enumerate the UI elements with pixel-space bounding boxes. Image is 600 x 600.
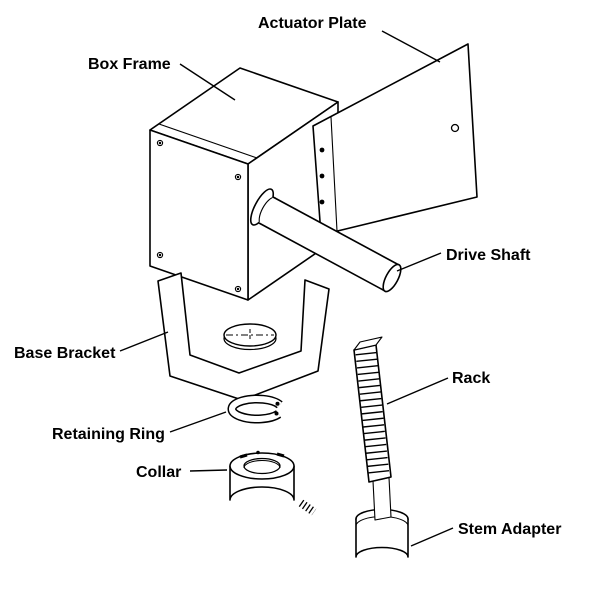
label-actuator-plate: Actuator Plate bbox=[258, 15, 367, 32]
leader-rack bbox=[386, 377, 449, 405]
stem-adapter-body bbox=[355, 518, 409, 558]
part-rack bbox=[353, 336, 392, 483]
stem-adapter-shank bbox=[372, 476, 392, 521]
retaining-ring-fill bbox=[229, 395, 282, 422]
leader-actuator-plate bbox=[381, 30, 441, 63]
collar-tab-screw bbox=[256, 450, 260, 455]
part-stem-adapter bbox=[355, 476, 409, 558]
label-drive-shaft: Drive Shaft bbox=[446, 247, 531, 264]
retaining-ring-ear-hole-2 bbox=[275, 401, 280, 406]
collar-bore bbox=[243, 457, 281, 475]
part-base-bracket bbox=[157, 272, 330, 401]
label-base-bracket: Base Bracket bbox=[14, 345, 116, 362]
leader-retaining-ring bbox=[169, 411, 227, 433]
drive-shaft-body bbox=[259, 197, 399, 291]
rack-teeth bbox=[355, 351, 390, 478]
label-rack: Rack bbox=[452, 370, 490, 387]
leader-collar bbox=[189, 469, 228, 472]
box-frame-front-face bbox=[149, 129, 249, 301]
part-retaining-ring bbox=[227, 394, 283, 424]
leader-base-bracket bbox=[119, 331, 169, 352]
label-stem-adapter: Stem Adapter bbox=[458, 521, 561, 538]
leader-box-frame bbox=[179, 63, 236, 101]
label-collar: Collar bbox=[136, 464, 181, 481]
part-collar bbox=[229, 450, 317, 516]
labels: Actuator Plate Box Frame Drive Shaft Bas… bbox=[14, 15, 561, 538]
part-actuator-plate bbox=[312, 43, 478, 236]
collar-bore-depth bbox=[243, 460, 281, 469]
box-frame-screws bbox=[156, 139, 242, 293]
leader-lines bbox=[119, 30, 454, 547]
actuator-plate-fold-line bbox=[330, 116, 338, 232]
collar-notch-right bbox=[276, 452, 285, 458]
label-box-frame: Box Frame bbox=[88, 56, 171, 73]
rack-top-face bbox=[353, 336, 383, 351]
retaining-ring-ear-hole-1 bbox=[274, 411, 279, 416]
drive-shaft-end-cap bbox=[382, 263, 402, 293]
leader-stem-adapter bbox=[410, 527, 454, 547]
label-retaining-ring: Retaining Ring bbox=[52, 426, 165, 443]
drive-shaft-top-edge bbox=[272, 196, 400, 266]
part-drive-shaft bbox=[249, 188, 402, 293]
actuator-plate-bolts bbox=[319, 147, 325, 205]
base-bracket-body bbox=[157, 272, 330, 401]
collar-notch-left bbox=[239, 453, 248, 459]
box-frame-lid-seam bbox=[158, 123, 258, 159]
collar-set-screw bbox=[298, 499, 317, 516]
actuator-plate-hole bbox=[450, 123, 460, 133]
leader-drive-shaft bbox=[396, 252, 442, 272]
rack-body-fill bbox=[354, 345, 391, 482]
actuator-plate-face bbox=[312, 43, 478, 236]
drive-shaft-bottom-edge bbox=[258, 222, 386, 292]
